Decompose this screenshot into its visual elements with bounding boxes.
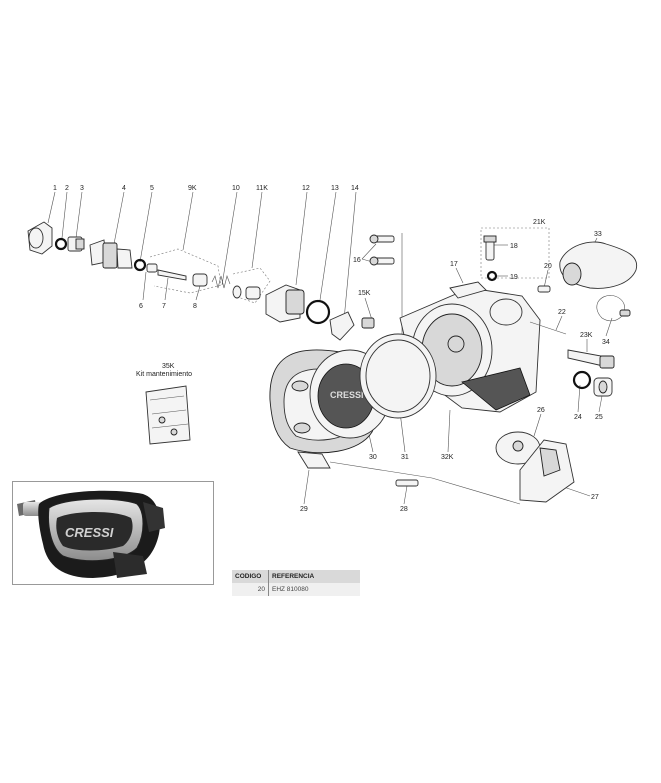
- part-6-insert: [146, 263, 158, 273]
- part-31-diaphragm: [359, 333, 437, 419]
- part-3-fitting: [67, 236, 85, 252]
- callout-23k: 23K: [580, 332, 593, 339]
- callout-13: 13: [331, 185, 339, 192]
- kit-label: Kit mantenimiento: [136, 371, 192, 378]
- callout-18: 18: [510, 243, 518, 250]
- callout-4: 4: [122, 185, 126, 192]
- callout-22: 22: [558, 309, 566, 316]
- part-34-tie-strap: [596, 295, 631, 322]
- callout-34: 34: [602, 339, 610, 346]
- callout-labels: 1 2 3 4 5 6 7 8 9K 10 11K 12 13 14 15K 1…: [53, 185, 610, 513]
- part-1-cap: [27, 221, 53, 255]
- part-17-clip: [449, 281, 487, 299]
- part-33-mouthpiece: [559, 241, 638, 289]
- part-24-oring: [572, 370, 592, 390]
- part-19-oring: [486, 270, 498, 282]
- cell-referencia: EHZ 810080: [268, 583, 360, 596]
- part-15k-nut: [361, 317, 375, 329]
- part-10-spring: [211, 274, 231, 289]
- callout-5: 5: [150, 185, 154, 192]
- part-13-oring: [305, 299, 331, 325]
- code-table: CODIGO REFERENCIA 20 EHZ 810080: [232, 570, 360, 596]
- header-codigo: CODIGO: [232, 570, 269, 583]
- product-photo: CRESSI: [12, 481, 214, 585]
- part-4-body: [89, 239, 133, 269]
- regulator-photo: CRESSI: [17, 490, 165, 578]
- part-2-oring: [54, 237, 68, 251]
- callout-7: 7: [162, 303, 166, 310]
- callout-14: 14: [351, 185, 359, 192]
- part-5-oring: [133, 258, 147, 272]
- kit-boxes: [149, 227, 550, 304]
- callout-2: 2: [65, 185, 69, 192]
- part-14-lever: [329, 311, 355, 341]
- callout-3: 3: [80, 185, 84, 192]
- callout-33: 33: [594, 231, 602, 238]
- callout-6: 6: [139, 303, 143, 310]
- callout-30: 30: [369, 454, 377, 461]
- header-referencia: REFERENCIA: [268, 570, 360, 583]
- callout-17: 17: [450, 261, 458, 268]
- callout-29: 29: [300, 506, 308, 513]
- callout-26: 26: [537, 407, 545, 414]
- callout-27: 27: [591, 494, 599, 501]
- callout-11k: 11K: [256, 185, 268, 192]
- cell-codigo: 20: [232, 583, 269, 596]
- photo-logo: CRESSI: [65, 525, 114, 540]
- callout-12: 12: [302, 185, 310, 192]
- cover-logo: CRESSI: [330, 390, 364, 400]
- table-row: 20 EHZ 810080: [232, 583, 360, 596]
- part-18-valve: [483, 235, 497, 261]
- part-22-rod: [529, 321, 567, 335]
- callout-16: 16: [353, 257, 361, 264]
- callout-15k: 15K: [358, 290, 371, 297]
- callout-21k: 21K: [533, 219, 546, 226]
- part-27-exhaust-cover: [519, 439, 575, 503]
- callout-10: 10: [232, 185, 240, 192]
- callout-9k: 9K: [188, 185, 197, 192]
- part-11k-washer: [232, 285, 261, 300]
- part-12-piston: [265, 284, 305, 323]
- callout-35k: 35K: [162, 363, 175, 370]
- table-header-row: CODIGO REFERENCIA: [232, 570, 360, 583]
- part-8-seat: [192, 273, 208, 287]
- callout-25: 25: [595, 414, 603, 421]
- callout-20: 20: [544, 263, 552, 270]
- part-23k-shaft: [567, 349, 615, 369]
- callout-8: 8: [193, 303, 197, 310]
- part-20-clip: [537, 285, 551, 293]
- callout-28: 28: [400, 506, 408, 513]
- part-35k-kit-bag: [145, 385, 191, 445]
- part-16-screws: [369, 234, 395, 266]
- part-25-nut: [593, 377, 613, 397]
- callout-31: 31: [401, 454, 409, 461]
- part-7-pin: [157, 269, 187, 281]
- callout-1: 1: [53, 185, 57, 192]
- callout-32k: 32K: [441, 454, 454, 461]
- part-28-pin: [395, 479, 419, 487]
- callout-24: 24: [574, 414, 582, 421]
- callout-19: 19: [510, 274, 518, 281]
